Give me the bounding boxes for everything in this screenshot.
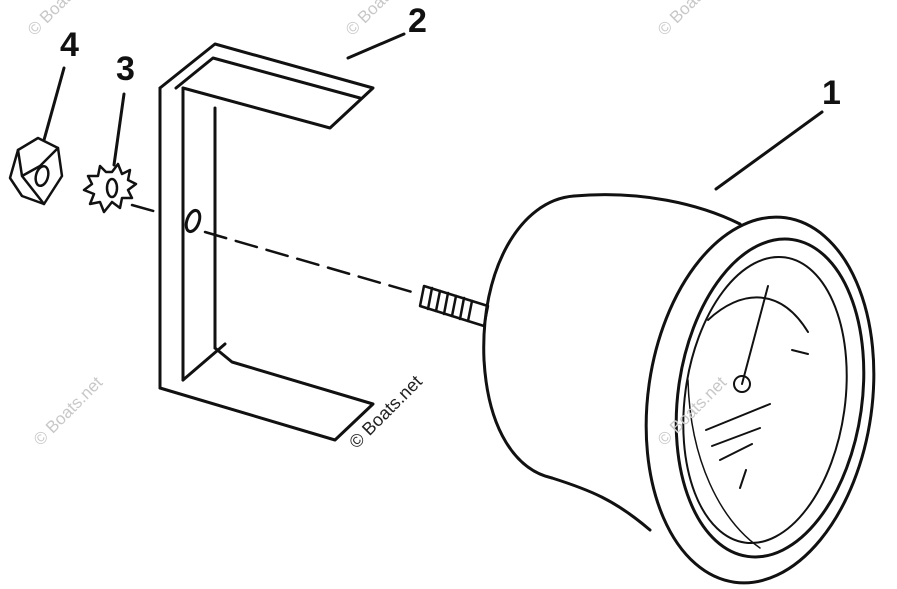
bracket-bottom-flange: [158, 346, 375, 442]
stud-threads: [426, 286, 474, 323]
washer-hole: [105, 177, 119, 199]
gauge-scale-arc: [707, 296, 809, 333]
centerline: [130, 203, 414, 294]
gauge-dial-marks: [705, 403, 771, 489]
callout-1: 1: [822, 74, 841, 112]
gauge-body-back: [482, 194, 576, 480]
nut-hole: [34, 164, 50, 188]
washer-teeth: [82, 162, 138, 214]
leader-line-1: [714, 110, 824, 191]
leader-lines: [42, 32, 824, 191]
nut-outline: [8, 136, 64, 206]
nut-face: [16, 146, 60, 206]
callout-4: 4: [60, 26, 79, 64]
gauge-bezel-outer: [644, 215, 876, 585]
centerline-back: [130, 203, 159, 214]
gauge-dial: [682, 255, 848, 545]
callout-2: 2: [408, 2, 427, 40]
gauge-tick-right: [791, 349, 809, 355]
gauge-body-top: [572, 193, 742, 226]
hex-nut: [8, 136, 64, 206]
stud: [418, 284, 490, 328]
leader-line-2: [346, 32, 406, 60]
bracket-bottom-flange-inner: [181, 342, 227, 382]
gauge-bezel-inner: [674, 237, 866, 559]
callout-3: 3: [116, 50, 135, 88]
bracket-hole: [184, 208, 202, 234]
bracket-top-flange: [158, 42, 375, 130]
gauge-center: [733, 375, 751, 393]
leader-line-3: [112, 92, 126, 167]
gauge: [482, 193, 876, 585]
leader-line-4: [42, 66, 66, 142]
lock-washer: [82, 162, 138, 214]
gauge-body-bottom: [550, 476, 652, 532]
bracket: [158, 42, 375, 442]
bracket-top-flange-inner: [174, 56, 362, 100]
centerline-front: [203, 230, 414, 294]
gauge-needle: [741, 285, 769, 385]
gauge-inner-shade: [687, 379, 761, 549]
